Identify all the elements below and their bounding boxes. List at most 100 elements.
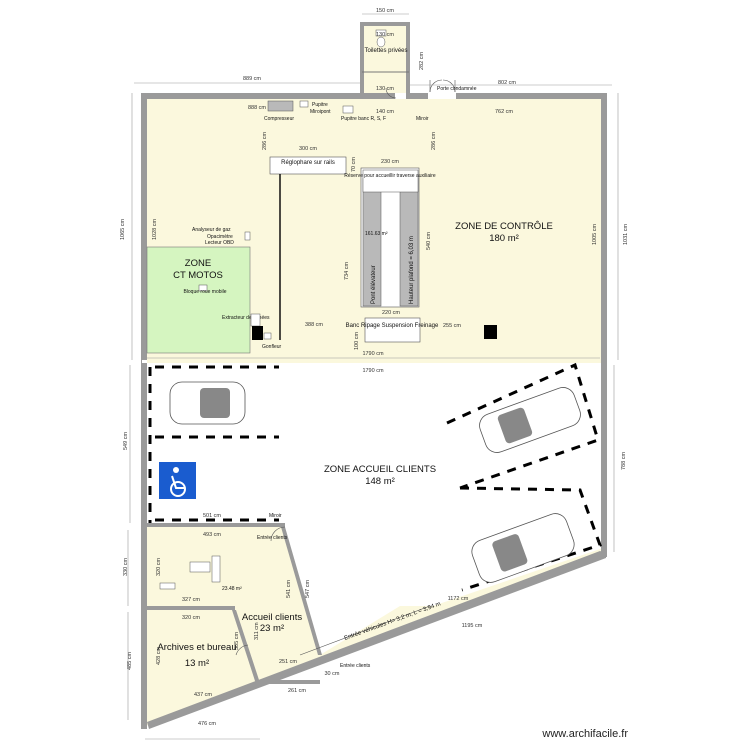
- opacimetre-label: Opacimètre: [207, 234, 233, 240]
- extracteur-label: Extracteur de fumées: [222, 315, 270, 321]
- reglophare: [269, 156, 347, 175]
- svg-text:734 cm: 734 cm: [344, 262, 350, 280]
- bloque-roue-label: Bloque roue mobile: [183, 289, 226, 295]
- miroipont-label: Miroipont: [310, 109, 331, 115]
- dimension-lines: [127, 13, 619, 740]
- svg-text:762 cm: 762 cm: [495, 109, 513, 115]
- car-2: [479, 387, 581, 453]
- reserve-box: [362, 169, 419, 193]
- gonfleur-label: Gonfleur: [262, 344, 282, 350]
- svg-text:540 cm: 540 cm: [426, 232, 432, 250]
- svg-text:547 cm: 547 cm: [305, 580, 311, 598]
- compresseur-label: Compresseur: [264, 116, 294, 122]
- pupitre-1: [299, 100, 309, 108]
- svg-text:476 cm: 476 cm: [198, 721, 216, 727]
- svg-text:130 cm: 130 cm: [376, 86, 394, 92]
- zone-motos-label-1: ZONE: [185, 258, 211, 269]
- accueil-label-1: Accueil clients: [242, 612, 302, 623]
- svg-text:251 cm: 251 cm: [279, 659, 297, 665]
- parking-lines: [148, 362, 602, 592]
- zone-controle-label-1: ZONE DE CONTRÔLE: [455, 221, 553, 232]
- miroir-top-label: Miroir: [416, 116, 429, 122]
- svg-text:388 cm: 388 cm: [305, 322, 323, 328]
- car-1: [169, 381, 246, 425]
- svg-text:1028 cm: 1028 cm: [152, 218, 158, 240]
- svg-text:428 cm: 428 cm: [156, 647, 162, 665]
- zone-controle-label-2: 180 m²: [489, 233, 519, 244]
- svg-text:305 cm: 305 cm: [234, 632, 240, 650]
- svg-text:140 cm: 140 cm: [376, 109, 394, 115]
- zone-accueil-label-1: ZONE ACCUEIL CLIENTS: [324, 464, 436, 475]
- svg-text:300 cm: 300 cm: [299, 146, 317, 152]
- banc-control-unit: [484, 325, 497, 339]
- svg-text:1065 cm: 1065 cm: [120, 218, 126, 240]
- svg-text:1195 cm: 1195 cm: [462, 623, 483, 629]
- toilets-label: Toilettes privées: [364, 48, 407, 54]
- pupitre2-label: Pupitre banc R, S, F: [341, 116, 386, 122]
- svg-text:1790 cm: 1790 cm: [362, 368, 384, 374]
- svg-text:888 cm: 888 cm: [248, 105, 266, 111]
- pont-elevateur-label: Pont élévateur: [371, 265, 377, 304]
- reserve-label: Réserve pour accueillir traverse auxilia…: [344, 173, 436, 179]
- svg-text:30 cm: 30 cm: [325, 671, 340, 677]
- archives-label-1: Archives et bureau: [157, 642, 236, 653]
- svg-text:1031 cm: 1031 cm: [623, 223, 629, 245]
- svg-text:230 cm: 230 cm: [381, 159, 399, 165]
- toilets-room: Toilettes privées: [362, 29, 409, 99]
- hauteur-plafond-label: Hauteur plafond = 6,03 m: [409, 236, 415, 304]
- outer-walls: [141, 22, 607, 729]
- svg-text:255 cm: 255 cm: [443, 323, 461, 329]
- car-3: [471, 513, 575, 583]
- svg-text:1172 cm: 1172 cm: [448, 596, 469, 602]
- svg-text:320 cm: 320 cm: [156, 558, 162, 576]
- svg-text:327 cm: 327 cm: [182, 597, 200, 603]
- banc-freinage-label: Banc Ripage Suspension Freinage: [346, 323, 439, 329]
- dimension-labels: 150 cm 130 cm 130 cm 282 cm 889 cm 802 c…: [120, 8, 629, 727]
- pupitre1-label: Pupitre: [312, 102, 328, 108]
- archifacile-watermark: www.archifacile.fr: [542, 728, 628, 740]
- svg-text:130 cm: 130 cm: [376, 32, 394, 38]
- lecteur-obd-label: Lecteur OBD: [205, 240, 234, 246]
- pupitre-2: [342, 105, 354, 114]
- svg-text:286 cm: 286 cm: [431, 132, 437, 150]
- extracteur-unit: [252, 326, 263, 340]
- accueil-area-label: 23.48 m²: [222, 586, 242, 592]
- zone-accueil-label-2: 148 m²: [365, 476, 395, 487]
- svg-text:70 cm: 70 cm: [351, 157, 357, 172]
- svg-text:1790 cm: 1790 cm: [362, 351, 384, 357]
- svg-text:150 cm: 150 cm: [376, 8, 394, 14]
- svg-text:220 cm: 220 cm: [382, 310, 400, 316]
- entree-clients-label-2: Entrée clients: [340, 663, 371, 669]
- miroir-bottom-label: Miroir: [269, 513, 282, 519]
- svg-text:1005 cm: 1005 cm: [592, 223, 598, 245]
- svg-text:100 cm: 100 cm: [354, 332, 360, 350]
- condemned-door: Porte condamnée: [429, 79, 477, 93]
- banc-freinage: [364, 317, 421, 343]
- svg-text:889 cm: 889 cm: [243, 76, 261, 82]
- small-area-label: 161.63 m²: [365, 231, 388, 237]
- svg-text:485 cm: 485 cm: [127, 652, 133, 670]
- zone-motos-label-2: CT MOTOS: [173, 270, 223, 281]
- svg-text:286 cm: 286 cm: [262, 132, 268, 150]
- entree-clients-label-1: Entrée clients: [257, 535, 288, 541]
- svg-text:282 cm: 282 cm: [419, 52, 425, 70]
- porte-condamnee-label: Porte condamnée: [437, 86, 477, 92]
- accueil-label-2: 23 m²: [260, 623, 284, 634]
- svg-text:788 cm: 788 cm: [621, 452, 627, 470]
- svg-text:802 cm: 802 cm: [498, 80, 516, 86]
- svg-text:437 cm: 437 cm: [194, 692, 212, 698]
- svg-text:311 cm: 311 cm: [254, 622, 260, 640]
- svg-text:330 cm: 330 cm: [123, 558, 129, 576]
- zone-ct-motos: [146, 246, 251, 354]
- svg-text:549 cm: 549 cm: [123, 432, 129, 450]
- reglophare-label: Réglophare sur rails: [281, 160, 335, 166]
- archives-label-2: 13 m²: [185, 658, 209, 669]
- svg-text:493 cm: 493 cm: [203, 532, 221, 538]
- toilets-floor: [362, 24, 409, 98]
- svg-text:501 cm: 501 cm: [203, 513, 221, 519]
- svg-text:541 cm: 541 cm: [286, 580, 292, 598]
- svg-text:320 cm: 320 cm: [182, 615, 200, 621]
- office-walls: [147, 523, 322, 684]
- compresseur: [267, 100, 294, 112]
